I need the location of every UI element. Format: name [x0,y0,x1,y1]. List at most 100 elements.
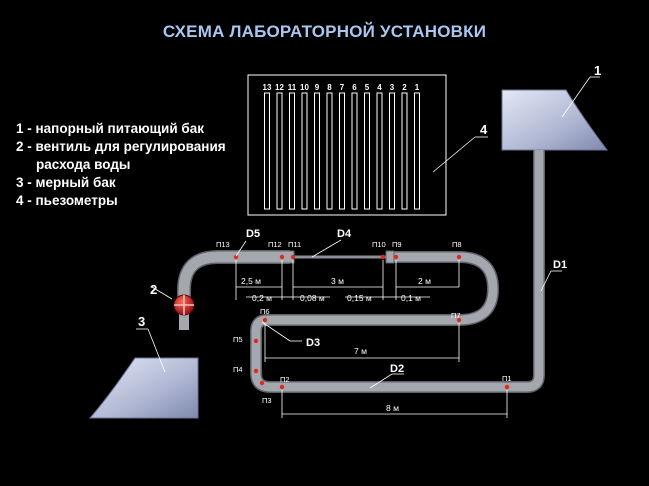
supply-tank [501,89,608,151]
piezometer-tube [326,92,333,210]
label-d2: D2 [390,363,404,375]
point-p6 [262,317,268,323]
piezometer-number: 7 [340,83,345,92]
point-p13 [233,254,239,260]
piezometer-number: 4 [377,83,382,92]
piezometer-number: 3 [390,83,395,92]
pipeline [177,150,545,393]
label-p8: П8 [452,240,462,249]
piezometer-number: 12 [275,83,284,92]
label-d4: D4 [337,228,352,240]
dimension-labels: 2,5 м 3 м 2 м 0,2 м 0,08 м 0,15 м 0,1 м … [241,276,431,413]
point-p2 [279,384,285,390]
piezometer-tube [351,92,358,210]
point-p9 [393,254,399,260]
pipe-d4-flange-right [385,250,395,264]
label-d3: D3 [306,337,320,349]
point-p10 [380,254,386,260]
pipe-d1-d2-d3-shadow [250,150,545,393]
label-p11: П11 [288,240,301,249]
pipe-u-bend [392,252,498,325]
legend-item-2-cont: расхода воды [36,157,131,172]
label-p1: П1 [502,374,512,383]
callout-tank1: 1 [594,63,601,78]
piezometer-tubes [264,92,420,210]
dim-8m: 8 м [386,403,399,413]
point-p8 [456,254,462,260]
label-p4: П4 [233,365,243,374]
pipe-u-bend-shadow [392,251,499,326]
point-p4 [253,368,259,374]
label-p13: П13 [216,240,230,249]
measuring-tank-body [88,357,199,419]
piezometer-tube [314,92,320,210]
legend-item-2: 2 - вентиль для регулирования [16,139,226,154]
pipe-d5 [178,251,290,300]
piezometer-tube [289,92,295,210]
dimension-lines [136,76,600,418]
piezometer-tube [276,92,283,210]
piezometer-number: 13 [263,83,272,92]
piezometer-tube [401,92,408,210]
legend: 1 - напорный питающий бак 2 - вентиль дл… [16,120,226,210]
piezometer-tube [301,92,308,210]
piezometer-number: 1 [415,83,420,92]
piezometer-tube [264,92,270,210]
panel-frame [247,74,447,216]
dim-7m: 7 м [354,346,367,356]
dim-2-5m: 2,5 м [241,276,261,286]
dim-2m: 2 м [418,276,431,286]
legend-item-1: 1 - напорный питающий бак [16,121,204,136]
legend-item-4: 4 - пьезометры [16,193,118,208]
piezometer-number: 8 [327,83,332,92]
piezometer-number: 11 [288,83,297,92]
callout-panel: 4 [480,122,488,137]
dim-0-1m: 0,1 м [401,293,421,303]
valve [173,294,195,316]
point-labels: П1 П2 П3 П4 П5 П6 П7 П8 П9 П10 П11 П12 П… [216,240,512,405]
callout-labels: 1 4 2 3 [138,63,601,329]
piezometer-tube [376,92,383,210]
piezometer-number: 6 [352,83,357,92]
label-d5: D5 [246,228,260,240]
piezometer-number: 9 [315,83,320,92]
point-p12 [279,254,285,260]
label-p9: П9 [392,240,402,249]
measuring-tank [88,357,199,419]
dim-0-15m: 0,15 м [347,293,372,303]
label-p3: П3 [262,396,272,405]
label-p7: П7 [451,311,461,320]
callout-tank3: 3 [138,314,145,329]
piezometer-tube [364,92,370,210]
supply-tank-body [501,89,608,151]
measurement-points [233,254,510,390]
label-p6: П6 [260,307,270,316]
label-p10: П10 [372,240,386,249]
label-p5: П5 [233,335,243,344]
piezometer-number: 5 [365,83,370,92]
piezometer-tube [414,92,420,210]
piezometer-number: 2 [402,83,407,92]
pipe-d1-d2-d3 [251,150,544,392]
point-p5 [253,338,259,344]
piezometer-tube [339,92,345,210]
dim-0-08m: 0,08 м [300,293,325,303]
point-p1 [504,384,510,390]
dim-3m: 3 м [331,276,344,286]
diameter-labels: D1 D2 D3 D4 D5 [246,228,567,375]
piezometer-tube [389,92,395,210]
piezometer-number: 10 [300,83,309,92]
dim-0-2m: 0,2 м [252,293,272,303]
point-p7 [456,317,462,323]
label-p2: П2 [280,375,290,384]
label-d1: D1 [553,259,567,271]
callout-valve: 2 [150,282,157,297]
point-p3 [259,380,265,386]
label-p12: П12 [268,240,282,249]
diagram-title: СХЕМА ЛАБОРАТОРНОЙ УСТАНОВКИ [162,22,487,41]
legend-item-3: 3 - мерный бак [16,175,116,190]
point-p11 [290,254,296,260]
